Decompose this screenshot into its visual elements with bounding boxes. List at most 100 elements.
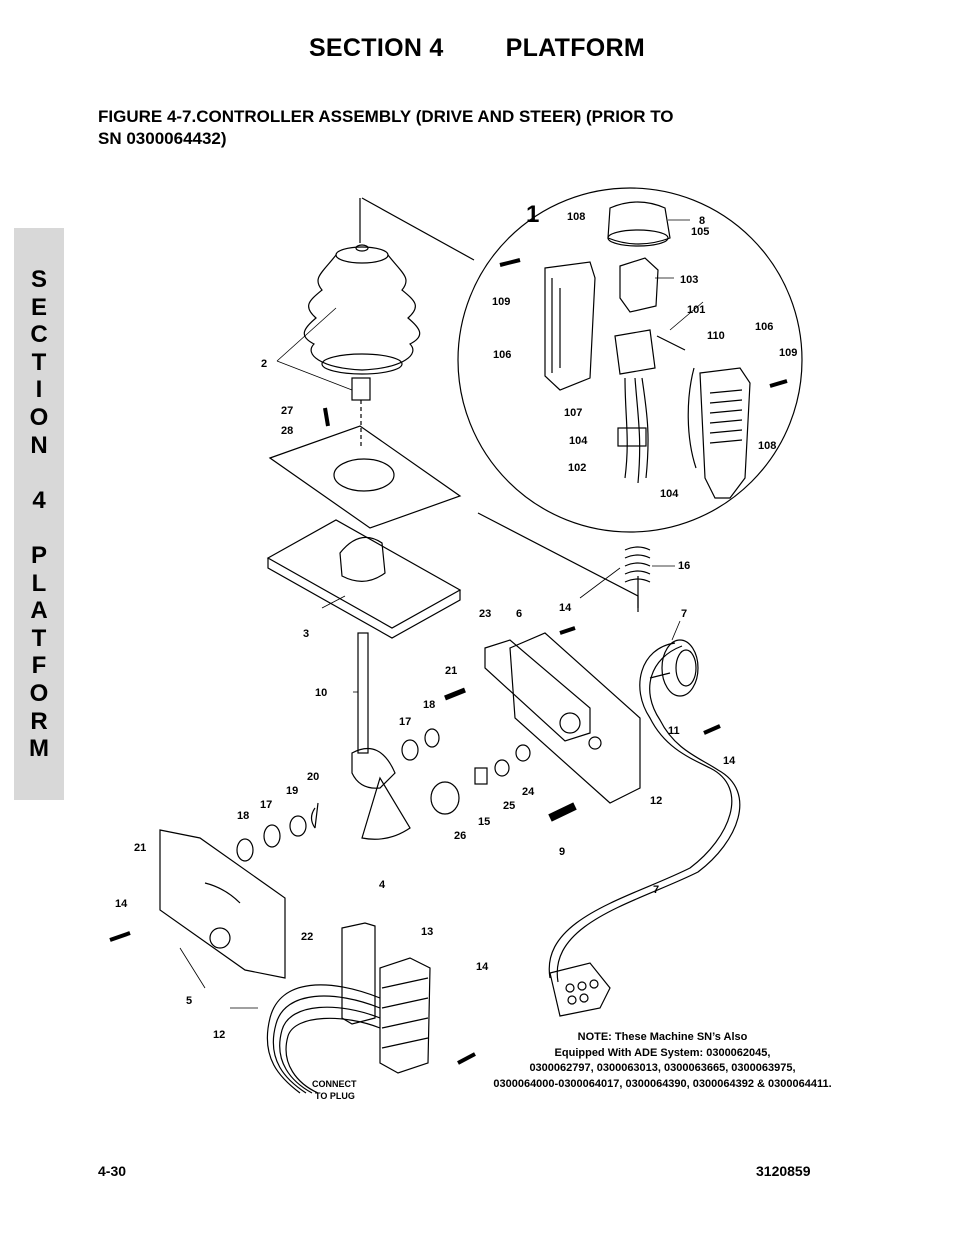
callout-104: 104 bbox=[660, 488, 679, 500]
screw-14c bbox=[559, 626, 576, 635]
screw-14b bbox=[457, 1052, 476, 1065]
side-plate-5 bbox=[159, 829, 286, 979]
callout-leaders bbox=[179, 219, 704, 1009]
ring-20 bbox=[310, 802, 319, 829]
callout-22: 22 bbox=[301, 931, 313, 943]
spring-16 bbox=[624, 546, 651, 583]
gear-26 bbox=[430, 781, 460, 815]
callout-109: 109 bbox=[492, 296, 510, 308]
joystick-boot bbox=[303, 244, 421, 375]
side-tab-char: P bbox=[30, 542, 47, 569]
detail-circle bbox=[457, 187, 803, 533]
callout-101: 101 bbox=[687, 304, 705, 316]
side-tab-char: 4 bbox=[32, 486, 46, 514]
callout-104: 104 bbox=[569, 435, 588, 447]
knob-part-105 bbox=[607, 201, 671, 247]
callout-108: 108 bbox=[758, 440, 776, 452]
callout-23: 23 bbox=[479, 608, 491, 620]
callout-110: 110 bbox=[707, 330, 725, 342]
side-tab-char: M bbox=[29, 735, 49, 763]
document-number: 3120859 bbox=[756, 1163, 811, 1179]
wire-harness-102 bbox=[617, 377, 649, 484]
callout-6: 6 bbox=[516, 608, 522, 620]
callout-3: 3 bbox=[303, 628, 309, 640]
housing-106-left bbox=[544, 261, 596, 391]
bushing-17b bbox=[263, 824, 281, 848]
callout-109: 109 bbox=[779, 347, 797, 359]
side-tab-char: A bbox=[30, 597, 48, 625]
side-tab-char: N bbox=[30, 431, 48, 459]
side-tab-char: O bbox=[29, 404, 49, 431]
callout-106: 106 bbox=[493, 349, 511, 361]
callout-105: 105 bbox=[691, 226, 709, 238]
callout-26: 26 bbox=[454, 830, 466, 842]
controller-assembly-diagram: 1 bbox=[90, 178, 850, 1123]
callout-17: 17 bbox=[399, 716, 411, 728]
side-tab-char: E bbox=[30, 293, 47, 321]
bracket-23 bbox=[484, 639, 591, 742]
figure-title-line1: FIGURE 4-7.CONTROLLER ASSEMBLY (DRIVE AN… bbox=[98, 107, 674, 126]
callout-107: 107 bbox=[564, 407, 582, 419]
callout-14: 14 bbox=[559, 602, 572, 614]
callout-24: 24 bbox=[522, 786, 535, 798]
note-line4: 0300064000-0300064017, 0300064390, 03000… bbox=[493, 1077, 832, 1090]
callout-13: 13 bbox=[421, 926, 433, 938]
nut-15 bbox=[474, 767, 488, 785]
side-tab-char: R bbox=[30, 707, 48, 735]
note-line3: 0300062797, 0300063013, 0300063665, 0300… bbox=[529, 1062, 796, 1074]
section-header: SECTION 4 PLATFORM bbox=[0, 34, 954, 63]
callout-17: 17 bbox=[260, 799, 272, 811]
callout-21: 21 bbox=[445, 665, 457, 677]
mounting-plate-6 bbox=[509, 632, 641, 804]
callout-12: 12 bbox=[650, 795, 662, 807]
detail-leader-top bbox=[361, 197, 475, 261]
side-tab-char: F bbox=[31, 652, 47, 680]
screw-109b bbox=[769, 379, 788, 388]
callout-20: 20 bbox=[307, 771, 319, 783]
callout-8: 8 bbox=[699, 215, 705, 227]
connector-plug bbox=[549, 962, 611, 1017]
clip-110 bbox=[687, 367, 697, 469]
side-tab-char: T bbox=[31, 348, 47, 376]
bracket-4 bbox=[341, 922, 376, 1025]
controller-base-plate-3 bbox=[266, 519, 462, 639]
washer-18 bbox=[424, 728, 440, 748]
callout-12: 12 bbox=[213, 1029, 225, 1041]
screw-14d bbox=[703, 724, 721, 735]
side-tab-char: L bbox=[31, 569, 47, 597]
callout-27: 27 bbox=[281, 405, 293, 417]
washer-18b bbox=[236, 838, 254, 862]
connect-label-line1: CONNECT bbox=[312, 1079, 357, 1089]
side-tab-char: O bbox=[29, 680, 49, 707]
bushing-17 bbox=[401, 739, 419, 761]
callout-103: 103 bbox=[680, 274, 698, 286]
screw-14a bbox=[109, 931, 131, 942]
detail-leader-bottom bbox=[477, 512, 639, 608]
pin-21 bbox=[444, 687, 466, 701]
callout-labels: 108 8 105 109 103 101 110 106 106 109 10… bbox=[115, 211, 797, 1101]
figure-title: FIGURE 4-7.CONTROLLER ASSEMBLY (DRIVE AN… bbox=[98, 106, 778, 150]
callout-7: 7 bbox=[653, 884, 659, 896]
section-number: SECTION 4 bbox=[308, 34, 444, 62]
washer-19 bbox=[289, 815, 307, 837]
top-plate bbox=[268, 425, 462, 529]
callout-11: 11 bbox=[668, 725, 680, 737]
terminal-block-13 bbox=[379, 957, 431, 1074]
wiring-to-plug bbox=[266, 984, 381, 1094]
section-title: PLATFORM bbox=[505, 34, 646, 62]
callout-2: 2 bbox=[261, 358, 267, 370]
page-number: 4-30 bbox=[98, 1163, 127, 1179]
callout-102: 102 bbox=[568, 462, 586, 474]
note-line1: NOTE: These Machine SN’s Also bbox=[577, 1031, 748, 1043]
callout-16: 16 bbox=[678, 560, 690, 572]
screw-27 bbox=[323, 407, 330, 427]
bushing bbox=[351, 377, 371, 401]
washer-24 bbox=[515, 744, 531, 762]
callout-28: 28 bbox=[281, 425, 293, 437]
drive-shaft-10 bbox=[351, 632, 396, 789]
washer-25 bbox=[494, 759, 510, 777]
callout-7: 7 bbox=[681, 608, 687, 620]
cable-7b bbox=[556, 645, 741, 983]
callout-19: 19 bbox=[286, 785, 298, 797]
